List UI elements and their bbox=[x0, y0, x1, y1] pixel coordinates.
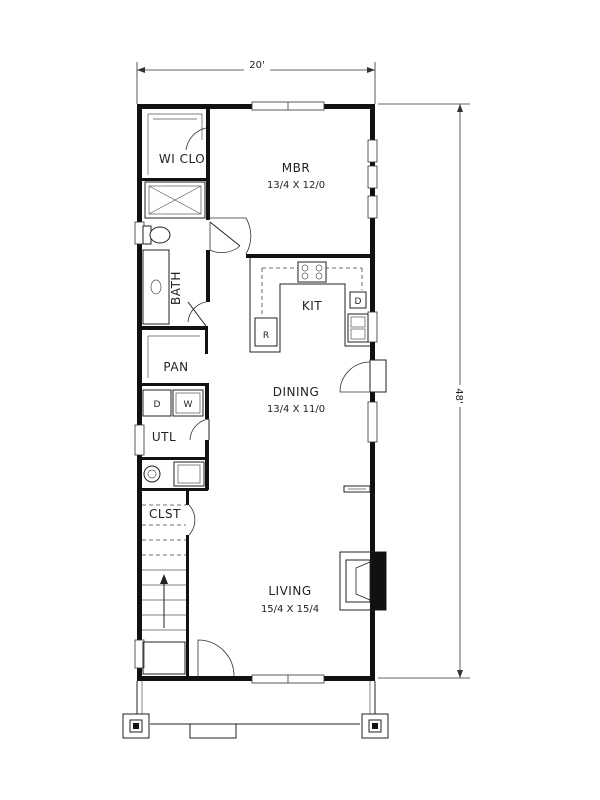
pantry: PAN bbox=[147, 335, 200, 378]
kitchen: R D KIT bbox=[249, 258, 370, 353]
dining-size: 13/4 X 11/0 bbox=[267, 404, 325, 415]
utl-label: UTL bbox=[152, 430, 176, 444]
mbr-door[interactable] bbox=[210, 217, 252, 255]
bath: BATH bbox=[142, 221, 241, 327]
width-dimension: 20' bbox=[136, 58, 376, 104]
refrigerator-label: R bbox=[263, 331, 269, 341]
wic-label: WI CLO bbox=[159, 152, 205, 166]
dryer-label: D bbox=[154, 400, 161, 410]
bath-label: BATH bbox=[169, 271, 183, 305]
dining: DINING 13/4 X 11/0 bbox=[267, 359, 387, 493]
utility: D W UTL bbox=[142, 389, 210, 487]
mbr-size: 13/4 X 12/0 bbox=[267, 180, 325, 191]
dishwasher-label: D bbox=[355, 297, 362, 307]
living-size: 15/4 X 15/4 bbox=[261, 604, 319, 615]
stairs: CLST bbox=[142, 504, 235, 677]
windows bbox=[134, 101, 378, 684]
dining-label: DINING bbox=[273, 385, 320, 399]
width-dimension-label: 20' bbox=[249, 60, 264, 71]
depth-dimension-label: 48' bbox=[453, 388, 464, 403]
washer-label: W bbox=[184, 400, 193, 410]
walk-in-closet: WI CLO bbox=[147, 113, 207, 175]
interior-walls bbox=[142, 109, 370, 676]
living: LIVING 15/4 X 15/4 bbox=[261, 551, 387, 615]
pan-label: PAN bbox=[163, 360, 188, 374]
kit-label: KIT bbox=[302, 299, 322, 313]
porch bbox=[122, 681, 389, 739]
living-label: LIVING bbox=[268, 584, 311, 598]
mbr-label: MBR bbox=[282, 161, 310, 175]
shower bbox=[144, 181, 206, 219]
clst-label: CLST bbox=[149, 507, 181, 521]
depth-dimension: 48' bbox=[378, 103, 470, 679]
